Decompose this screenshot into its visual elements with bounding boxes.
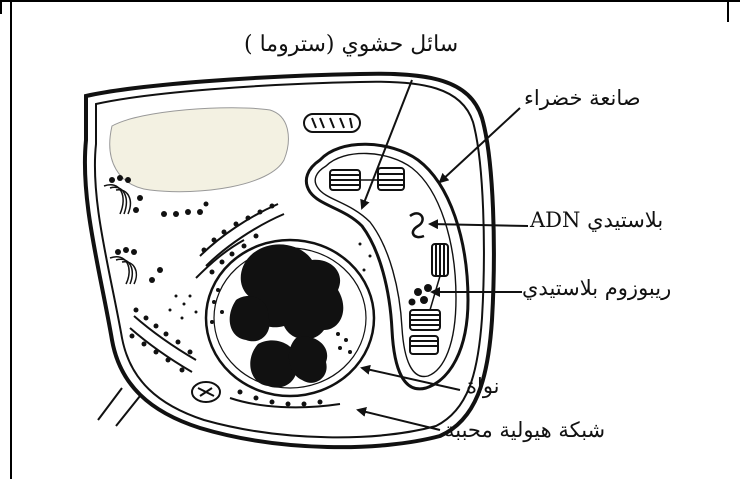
label-plastid-dna: ADN بلاستيدي — [530, 208, 663, 232]
label-rough-er: شبكة هيولية محببة — [444, 418, 605, 442]
neighbor-wall — [98, 388, 140, 426]
label-stroma: سائل حشوي (ستروما ) — [244, 32, 458, 57]
label-chloroplast: صانعة خضراء — [524, 86, 641, 110]
arrow-rough-er — [358, 410, 440, 430]
mitochondrion — [304, 114, 360, 132]
label-plastid-ribosome: ريبوزوم بلاستيدي — [522, 276, 671, 300]
mitochondrion-small — [192, 382, 220, 402]
nucleus — [206, 240, 374, 396]
label-nucleus: نواة — [466, 374, 500, 398]
vacuole — [110, 108, 289, 192]
